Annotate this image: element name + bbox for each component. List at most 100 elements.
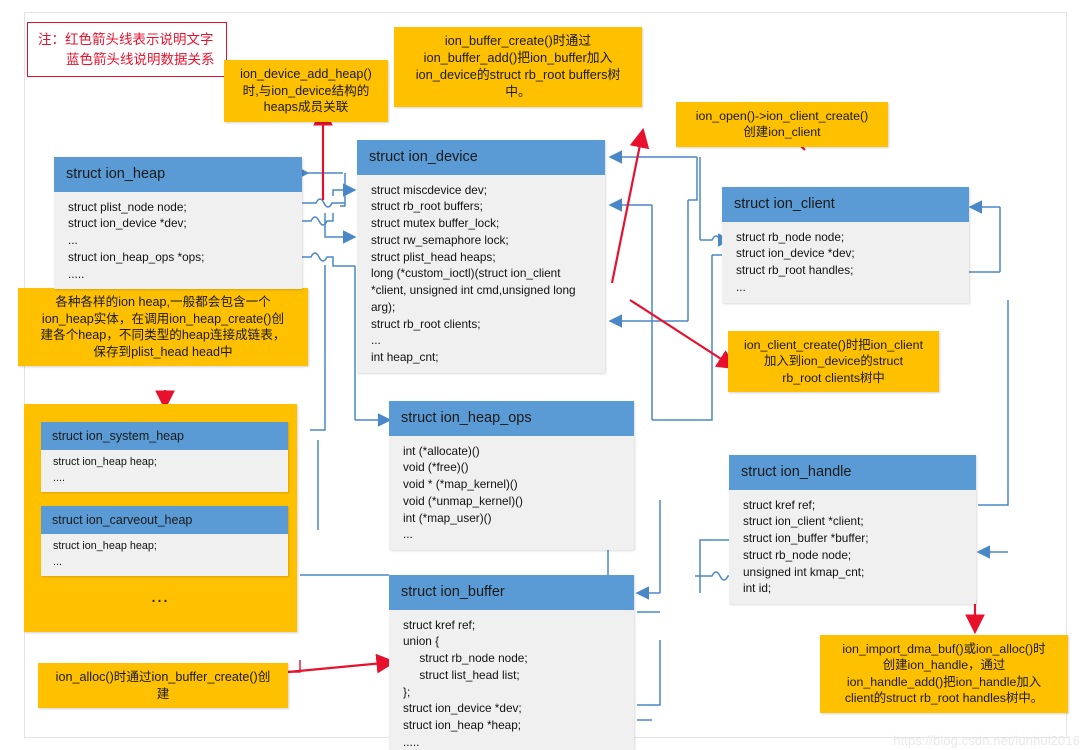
field: struct kref ref; [743,497,816,512]
note-line: client的struct rb_root handles树中。 [844,691,1044,706]
field: struct ion_client *client; [743,514,864,529]
note-line: 各种各样的ion heap,一般都会包含一个 [55,295,271,309]
struct-title: struct ion_handle [729,455,976,490]
field: struct ion_heap heap; [53,540,157,553]
field: struct ion_buffer *buffer; [743,531,869,546]
field: struct rw_semaphore lock; [371,232,509,247]
field: int (*map_user)() [403,510,492,525]
field: struct ion_heap heap; [53,456,157,469]
note-line: 建各个heap，不同类型的heap连接成链表， [40,328,286,343]
struct-title: struct ion_carveout_heap [41,506,288,535]
struct-fields: struct plist_node node; struct ion_devic… [54,191,302,290]
field: unsigned int kmap_cnt; [743,564,865,579]
note-line: ion_open()->ion_client_create() [695,109,869,123]
legend-box: 注：红色箭头线表示说明文字 蓝色箭头线说明数据关系 [27,22,227,78]
field: struct mutex buffer_lock; [371,216,500,231]
legend-line-1: 注：红色箭头线表示说明文字 [38,32,214,47]
note-client-create: ion_client_create()时把ion_client 加入到ion_d… [728,331,939,393]
field: long (*custom_ioctl)(struct ion_client [371,266,561,281]
note-line: ion_device的struct rb_root buffers树 [415,66,621,82]
struct-ion-system-heap: struct ion_system_heap struct ion_heap h… [41,422,288,493]
field: int (*allocate)() [403,443,480,458]
field: struct plist_node node; [68,199,187,214]
note-line: ion_import_dma_buf()或ion_alloc()时 [842,642,1046,656]
note-line: ion_buffer_create()时通过 [444,33,592,48]
note-ion-open: ion_open()->ion_client_create() 创建ion_cl… [676,102,888,147]
note-line: 中。 [505,83,531,99]
field: struct plist_head heaps; [371,249,496,264]
struct-ion-client: struct ion_client struct rb_node node; s… [722,187,969,303]
note-line: ion_handle_add()把ion_handle加入 [846,674,1042,689]
note-line: 创建ion_handle，通过 [882,658,1006,673]
heap-group-container: struct ion_system_heap struct ion_heap h… [24,404,297,632]
note-heap-create: 各种各样的ion heap,一般都会包含一个 ion_heap实体，在调用ion… [18,288,308,367]
struct-title: struct ion_heap_ops [389,401,634,436]
field: }; [403,684,411,699]
field: union { [403,634,440,649]
note-line: 建 [156,686,170,701]
note-line: ion_client_create()时把ion_client [743,338,924,352]
field: ... [68,233,78,248]
note-device-add-heap: ion_device_add_heap() 时,与ion_device结构的 h… [224,60,388,122]
note-line: 时,与ion_device结构的 [242,83,370,98]
field: struct ion_heap_ops *ops; [68,249,205,264]
struct-ion-buffer: struct ion_buffer struct kref ref; union… [389,575,634,750]
note-ion-alloc: ion_alloc()时通过ion_buffer_create()创 建 [38,663,288,709]
struct-fields: struct ion_heap heap; .... [41,450,288,493]
field: int heap_cnt; [371,350,439,365]
struct-title: struct ion_system_heap [41,422,288,451]
note-line: heaps成员关联 [263,100,349,115]
field: void (*free)() [403,460,469,475]
watermark: https://blog.csdn.net/lunhui2016 [893,733,1080,748]
struct-ion-heap-ops: struct ion_heap_ops int (*allocate)() vo… [389,401,634,551]
struct-title: struct ion_device [357,140,605,175]
field: arg); [371,299,396,314]
field: struct rb_node node; [736,229,845,244]
heap-group-ellipsis: … [150,586,171,607]
note-line: ion_alloc()时通过ion_buffer_create()创 [55,670,271,684]
note-line: ion_heap实体，在调用ion_heap_create()创 [41,311,285,326]
struct-fields: struct kref ref; union { struct rb_node … [389,609,634,750]
field: struct rb_root clients; [371,316,481,331]
field: struct rb_node node; [403,651,528,666]
struct-ion-carveout-heap: struct ion_carveout_heap struct ion_heap… [41,506,288,577]
field: struct miscdevice dev; [371,182,488,197]
field: struct rb_root handles; [736,263,854,278]
struct-fields: struct rb_node node; struct ion_device *… [722,221,969,303]
note-line: 加入到ion_device的struct [763,354,904,369]
struct-title: struct ion_buffer [389,575,634,610]
field: struct ion_device *dev; [736,246,855,261]
struct-title: struct ion_client [722,187,969,222]
field: struct ion_device *dev; [403,701,522,716]
note-line: 创建ion_client [743,125,821,140]
field: .... [53,471,65,484]
field: struct rb_root buffers; [371,199,483,214]
field: struct list_head list; [403,667,520,682]
field: int id; [743,581,772,596]
struct-fields: struct ion_heap heap; ... [41,534,288,577]
field: ..... [403,734,420,749]
note-buffer-create: ion_buffer_create()时通过 ion_buffer_add()把… [394,27,642,107]
note-import-dma-buf: ion_import_dma_buf()或ion_alloc()时 创建ion_… [820,635,1068,713]
note-line: ion_device_add_heap() [240,67,372,81]
field: ... [371,333,381,348]
struct-fields: struct kref ref; struct ion_client *clie… [729,489,976,605]
field: *client, unsigned int cmd,unsigned long [371,283,576,298]
struct-ion-device: struct ion_device struct miscdevice dev;… [357,140,605,373]
legend-line-2: 蓝色箭头线说明数据关系 [66,51,215,67]
note-line: 保存到plist_head head中 [93,344,233,359]
struct-fields: struct miscdevice dev; struct rb_root bu… [357,174,605,373]
field: struct rb_node node; [743,547,852,562]
note-line: ion_buffer_add()把ion_buffer加入 [423,49,613,65]
field: ... [403,527,413,542]
struct-fields: int (*allocate)() void (*free)() void * … [389,435,634,551]
field: struct ion_heap *heap; [403,718,522,733]
struct-title: struct ion_heap [54,157,302,192]
field: ... [736,279,746,294]
field: ... [53,555,62,568]
field: ..... [68,266,85,281]
field: struct ion_device *dev; [68,216,187,231]
field: void (*unmap_kernel)() [403,493,523,508]
field: void * (*map_kernel)() [403,477,518,492]
